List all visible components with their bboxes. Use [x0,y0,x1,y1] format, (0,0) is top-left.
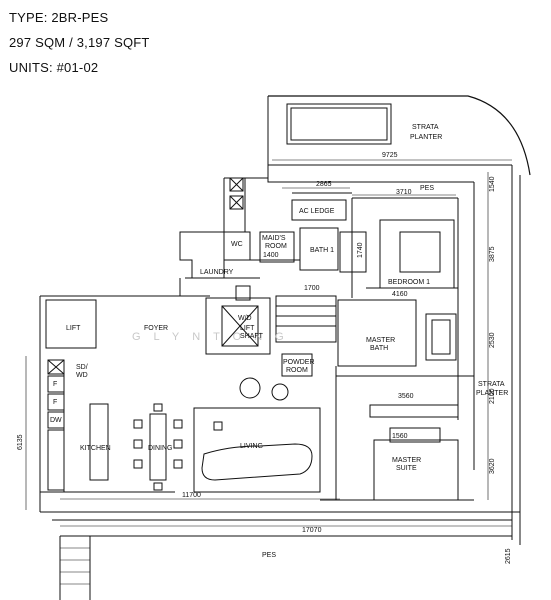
label-ac-ledge: AC LEDGE [299,208,335,215]
label-strata-planter-top-1: STRATA [412,124,439,131]
label-powder-room-1: POWDER [283,359,315,366]
dim-9725: 9725 [382,152,398,159]
dim-1400: 1400 [263,252,279,259]
label-lift-shaft-2: SHAFT [240,333,264,340]
label-maids-room-1: MAID'S [262,235,286,242]
dim-1540: 1540 [489,176,496,192]
label-wc: WC [231,241,243,248]
dim-6135: 6135 [17,434,24,450]
unit-area: 297 SQM / 3,197 SQFT [9,35,150,50]
dim-2100: 2100 [489,388,496,404]
label-lift-shaft-1: LIFT [240,325,255,332]
label-strata-planter-right-2: PLANTER [476,390,508,397]
label-laundry: LAUNDRY [200,269,234,276]
label-powder-room-2: ROOM [286,367,308,374]
watermark: GLYNTONG [132,331,297,343]
dim-2615: 2615 [505,548,512,564]
dim-4160: 4160 [392,291,408,298]
label-master-suite-1: MASTER [392,457,421,464]
dim-3560: 3560 [398,393,414,400]
label-master-suite-2: SUITE [396,465,417,472]
label-pes-top: PES [420,185,434,192]
label-bedroom1: BEDROOM 1 [388,279,430,286]
label-strata-planter-top-2: PLANTER [410,134,442,141]
unit-numbers: UNITS: #01-02 [9,60,99,75]
label-dining: DINING [148,445,173,452]
dim-2865: 2865 [316,181,332,188]
label-fridge-2: F [53,399,57,406]
unit-type: TYPE: 2BR-PES [9,10,109,25]
label-master-bath-2: BATH [370,345,388,352]
dim-17070: 17070 [302,527,322,534]
label-fridge-1: F [53,381,57,388]
label-bath1: BATH 1 [310,247,334,254]
label-wd: W/D [238,315,252,322]
label-foyer: FOYER [144,325,168,332]
label-sd-wd-1: SD/ [76,364,88,371]
dim-2530: 2530 [489,332,496,348]
label-pes-bottom: PES [262,552,276,559]
dim-1740: 1740 [357,242,364,258]
label-master-bath-1: MASTER [366,337,395,344]
dim-1700: 1700 [304,285,320,292]
label-lift: LIFT [66,325,81,332]
label-maids-room-2: ROOM [265,243,287,250]
dim-3710: 3710 [396,189,412,196]
dim-1560: 1560 [392,433,408,440]
label-dishwasher: DW [50,417,62,424]
unit-info: TYPE: 2BR-PES 297 SQM / 3,197 SQFT UNITS… [9,10,309,85]
label-living: LIVING [240,443,263,450]
label-strata-planter-right-1: STRATA [478,381,505,388]
dim-3875: 3875 [489,246,496,262]
dim-3620: 3620 [489,458,496,474]
label-kitchen: KITCHEN [80,445,111,452]
dim-11700: 11700 [182,492,201,499]
label-sd-wd-2: WD [76,372,88,379]
